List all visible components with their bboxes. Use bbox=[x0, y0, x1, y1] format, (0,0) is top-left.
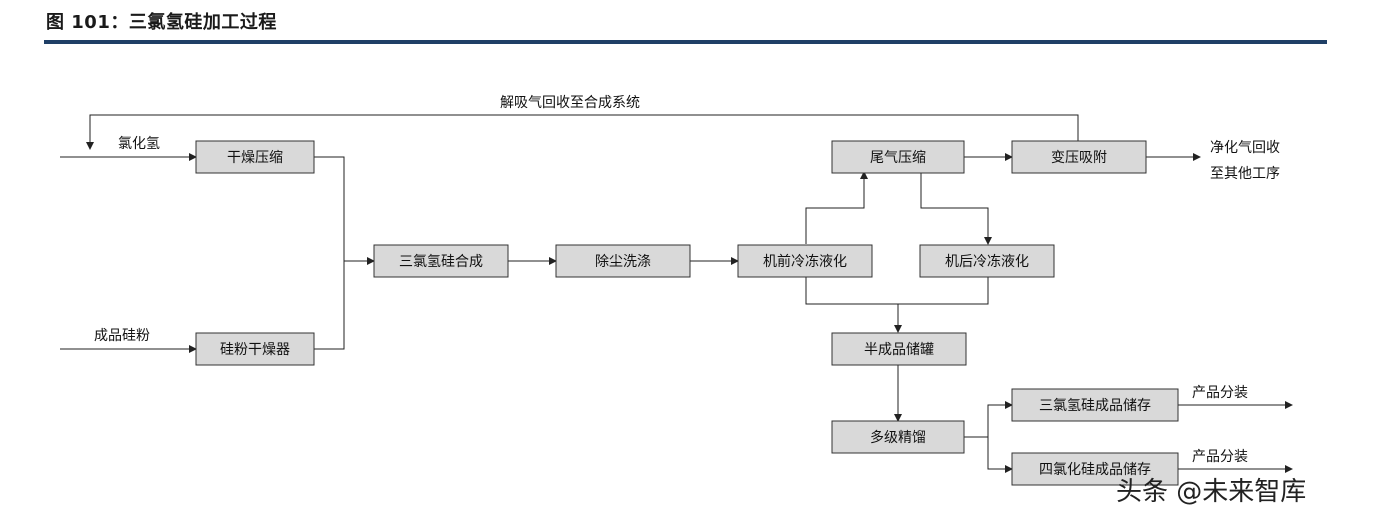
node-psa: 变压吸附 bbox=[1011, 140, 1147, 174]
recycle-label: 解吸气回收至合成系统 bbox=[500, 95, 640, 111]
node-label: 三氯氢硅合成 bbox=[399, 254, 483, 270]
node-label: 除尘洗涤 bbox=[595, 254, 651, 270]
node-label: 变压吸附 bbox=[1051, 150, 1107, 166]
node-dry-compress: 干燥压缩 bbox=[195, 140, 315, 174]
title-rule bbox=[44, 40, 1327, 44]
node-label: 半成品储罐 bbox=[864, 342, 934, 358]
purified-gas-label: 净化气回收 bbox=[1210, 140, 1280, 156]
packaging-label-2: 产品分装 bbox=[1192, 449, 1248, 465]
other-process-label: 至其他工序 bbox=[1210, 166, 1280, 182]
node-synthesis: 三氯氢硅合成 bbox=[373, 244, 509, 278]
node-label: 机前冷冻液化 bbox=[763, 253, 847, 270]
node-semi-tank: 半成品储罐 bbox=[831, 332, 967, 366]
node-label: 多级精馏 bbox=[870, 429, 926, 446]
node-label: 三氯氢硅成品储存 bbox=[1039, 398, 1151, 414]
node-pre-cool: 机前冷冻液化 bbox=[737, 244, 873, 278]
figure-title: 图 101：三氯氢硅加工过程 bbox=[46, 12, 277, 33]
watermark: 头条 @未来智库 bbox=[1116, 477, 1306, 507]
si-powder-label: 成品硅粉 bbox=[94, 328, 150, 344]
node-powder-dryer: 硅粉干燥器 bbox=[195, 332, 315, 366]
node-tcs-store: 三氯氢硅成品储存 bbox=[1011, 388, 1179, 422]
node-label: 四氯化硅成品储存 bbox=[1039, 462, 1151, 478]
recycle-line bbox=[86, 114, 1079, 150]
node-post-cool: 机后冷冻液化 bbox=[919, 244, 1055, 278]
node-label: 尾气压缩 bbox=[870, 150, 926, 166]
connectors bbox=[60, 114, 1293, 473]
node-label: 硅粉干燥器 bbox=[220, 342, 290, 358]
node-tail-compress: 尾气压缩 bbox=[831, 140, 965, 174]
packaging-label-1: 产品分装 bbox=[1192, 385, 1248, 401]
node-label: 干燥压缩 bbox=[227, 150, 283, 166]
node-distill: 多级精馏 bbox=[831, 420, 965, 454]
node-label: 机后冷冻液化 bbox=[945, 253, 1029, 270]
node-dust-wash: 除尘洗涤 bbox=[555, 244, 691, 278]
node-stc-store: 四氯化硅成品储存 bbox=[1011, 452, 1179, 486]
hcl-label: 氯化氢 bbox=[118, 136, 160, 152]
